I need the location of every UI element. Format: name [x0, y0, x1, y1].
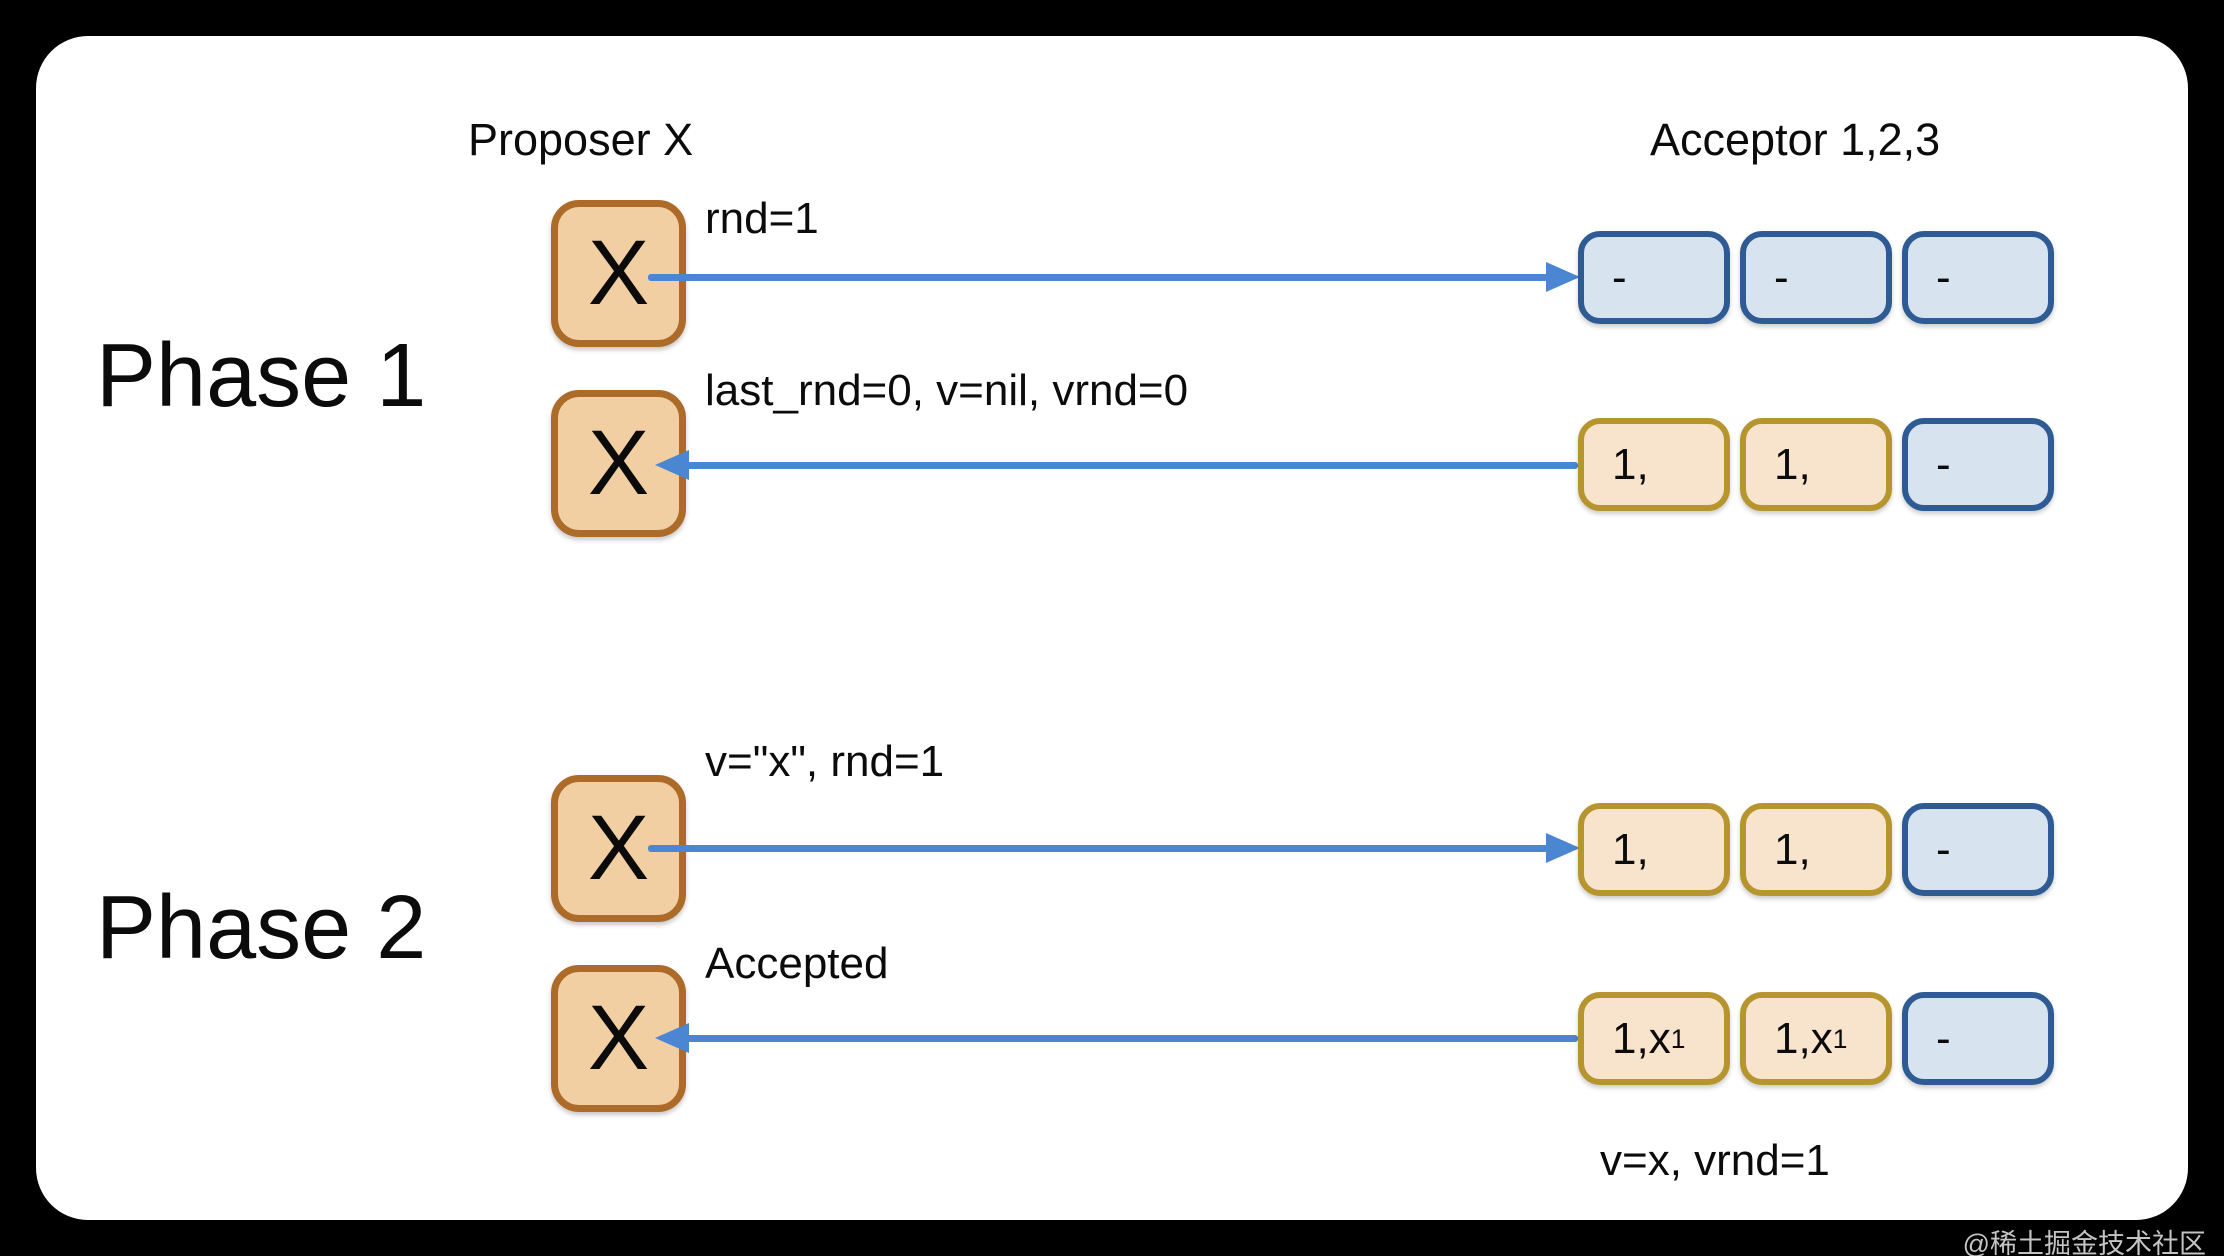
- acceptor-cell-value: 1,x: [1774, 1013, 1833, 1063]
- acceptor-3-cell: -: [1902, 231, 2054, 324]
- acceptor-cell-value: 1,: [1612, 824, 1649, 874]
- acceptor-3-cell: -: [1902, 992, 2054, 1085]
- acceptor-1-cell: 1,: [1578, 418, 1730, 511]
- acceptor-cell-value: -: [1612, 252, 1627, 302]
- proposer-node-label: X: [587, 797, 650, 899]
- proposer-node-label: X: [587, 222, 650, 324]
- phase-2-label: Phase 2: [96, 878, 427, 978]
- acceptor-cell-value: -: [1774, 252, 1789, 302]
- acceptor-column-header: Acceptor 1,2,3: [1650, 114, 1941, 165]
- acceptor-3-cell: -: [1902, 418, 2054, 511]
- final-state-note: v=x, vrnd=1: [1600, 1136, 1830, 1185]
- acceptor-2-cell: 1,: [1740, 803, 1892, 896]
- phase-1-label: Phase 1: [96, 326, 427, 426]
- proposer-column-header: Proposer X: [468, 114, 694, 165]
- acceptor-2-cell: -: [1740, 231, 1892, 324]
- acceptor-3-cell: -: [1902, 803, 2054, 896]
- acceptor-cell-value: -: [1936, 439, 1951, 489]
- acceptor-cell-value: 1,: [1612, 439, 1649, 489]
- acceptor-cell-value: -: [1936, 824, 1951, 874]
- message-label-accept: v="x", rnd=1: [705, 737, 945, 786]
- proposer-node: X: [551, 200, 686, 347]
- promise-arrowhead-left-icon: [655, 450, 689, 480]
- acceptor-cell-value: -: [1936, 1013, 1951, 1063]
- acceptor-1-cell: 1,: [1578, 803, 1730, 896]
- acceptor-cell-value: -: [1936, 252, 1951, 302]
- acceptor-cell-value: 1,x: [1612, 1013, 1671, 1063]
- accepted-arrow-line: [686, 1035, 1578, 1042]
- proposer-node-label: X: [587, 412, 650, 514]
- acceptor-cell-value: 1,: [1774, 824, 1811, 874]
- accept-arrowhead-right-icon: [1546, 833, 1580, 863]
- accept-arrow-line: [648, 845, 1548, 852]
- proposer-node-label: X: [587, 987, 650, 1089]
- message-label-accepted: Accepted: [705, 939, 889, 988]
- promise-arrow-line: [686, 462, 1578, 469]
- watermark: @稀土掘金技术社区: [1962, 1229, 2206, 1256]
- message-label-promise: last_rnd=0, v=nil, vrnd=0: [705, 366, 1189, 415]
- acceptor-2-cell: 1,: [1740, 418, 1892, 511]
- diagram-card: Proposer X Acceptor 1,2,3 Phase 1 Phase …: [36, 36, 2188, 1220]
- acceptor-1-cell: -: [1578, 231, 1730, 324]
- message-label-prepare: rnd=1: [705, 194, 819, 243]
- accepted-arrowhead-left-icon: [655, 1023, 689, 1053]
- prepare-arrowhead-right-icon: [1546, 262, 1580, 292]
- acceptor-cell-value: 1,: [1774, 439, 1811, 489]
- prepare-arrow-line: [648, 274, 1548, 281]
